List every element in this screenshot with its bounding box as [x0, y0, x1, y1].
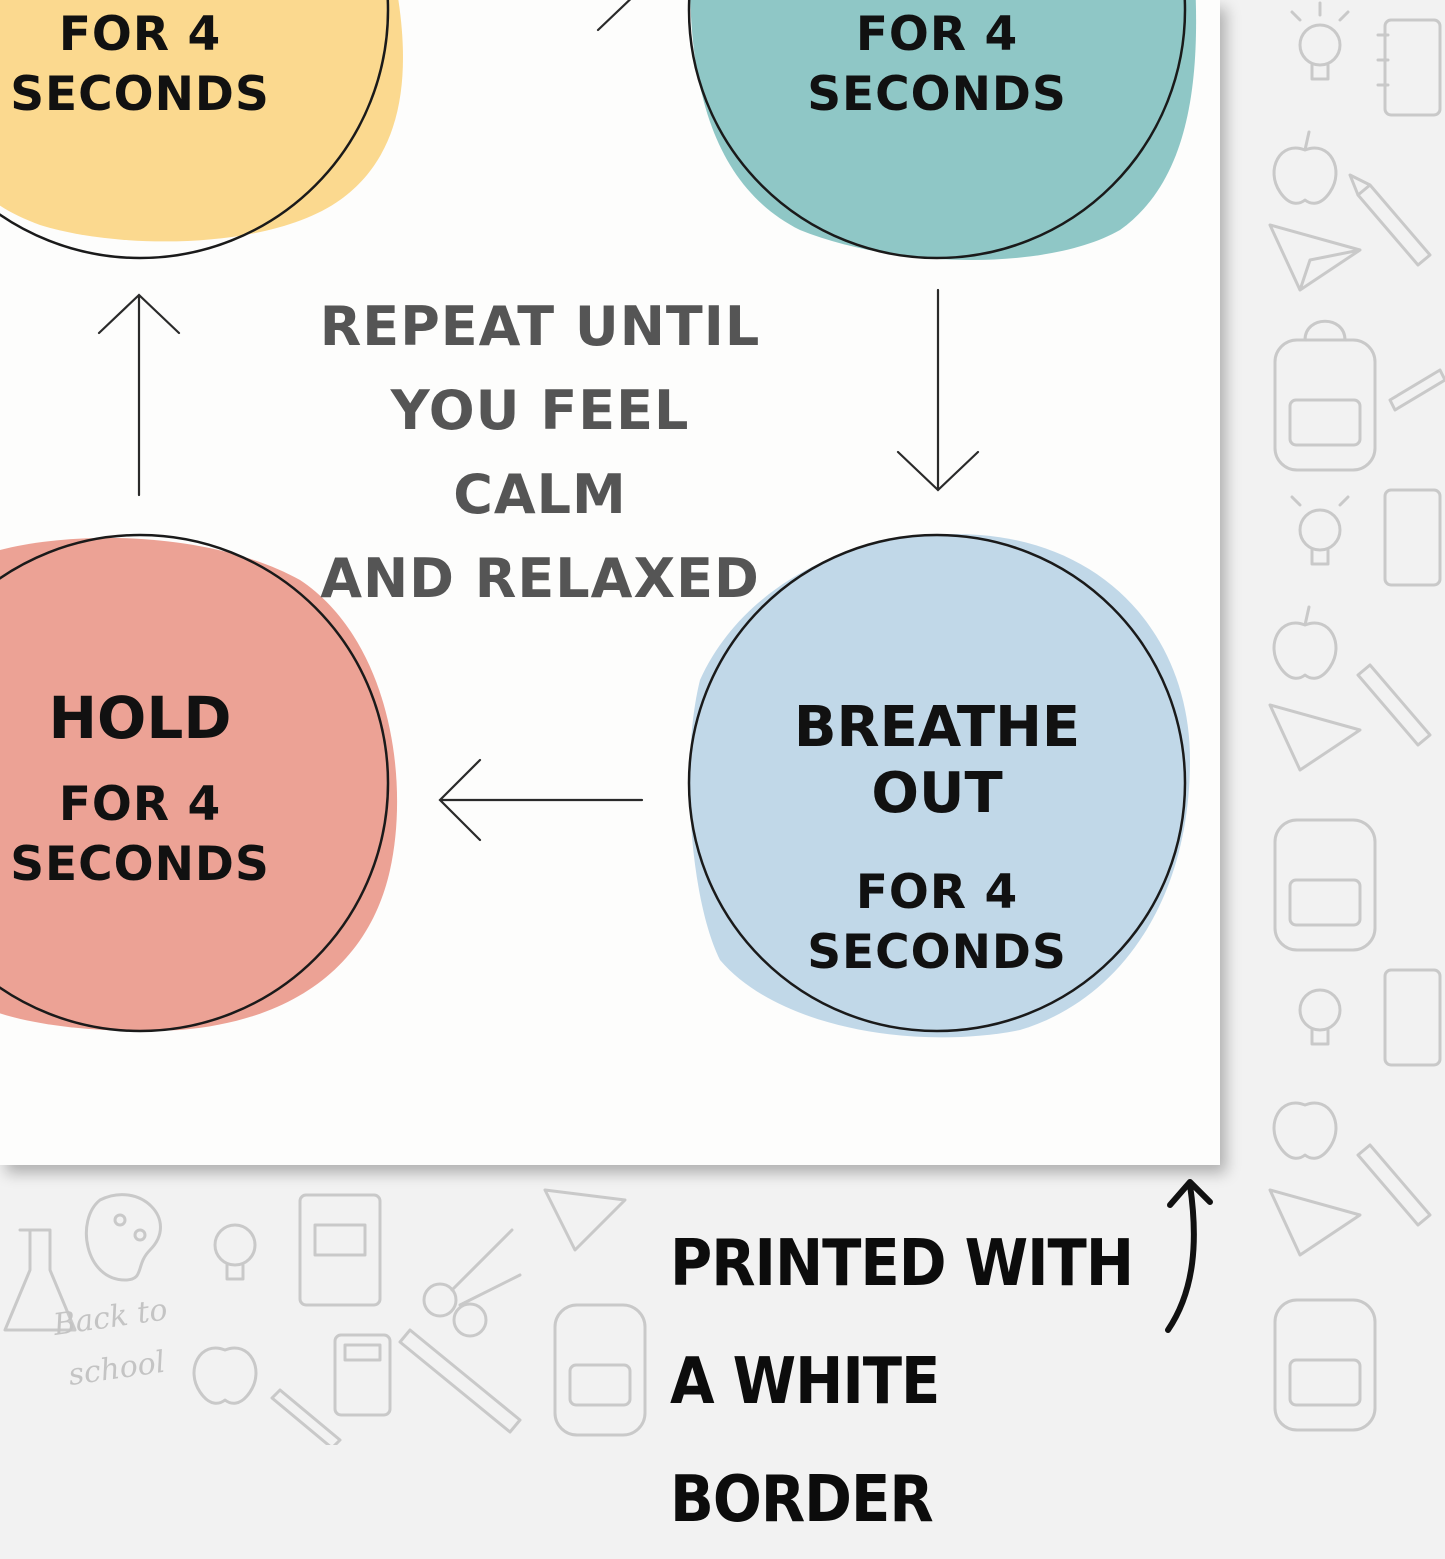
- doodle-background: Back to school: [3, 1, 1445, 1445]
- step-bottom-left-title: HOLD: [48, 684, 232, 752]
- center-instruction: REPEAT UNTIL YOU FEEL CALM AND RELAXED: [300, 285, 780, 621]
- step-bottom-left-line2: SECONDS: [10, 837, 270, 892]
- lightbulb-icon: [1290, 1, 1350, 81]
- apple-icon: [1272, 605, 1338, 680]
- flask-icon: [3, 1228, 77, 1332]
- blob-bottom-right: [689, 533, 1190, 1038]
- arrow-up-icon: [97, 293, 181, 497]
- breathing-poster: FOR 4 SECONDS FOR 4 SECONDS HOLD FOR 4 S…: [0, 0, 1220, 1165]
- step-top-right-text: FOR 4 SECONDS: [792, 5, 1082, 125]
- blob-top-left: [0, 0, 403, 242]
- apple-icon: [1272, 1101, 1338, 1160]
- curved-arrow-icon: [1165, 1179, 1213, 1333]
- notebook-icon: [1376, 18, 1442, 117]
- center-instruction-line2: YOU FEEL CALM: [390, 379, 690, 526]
- step-bottom-right-text: BREATHE OUT FOR 4 SECONDS: [722, 695, 1152, 983]
- pencil-icon: [1356, 663, 1432, 747]
- arrow-down-icon: [896, 288, 980, 492]
- pencil-icon: [1356, 1143, 1432, 1227]
- blob-top-right: [690, 0, 1197, 260]
- step-bottom-right-line1: FOR 4: [855, 865, 1019, 920]
- step-top-right-line1: FOR 4: [855, 7, 1019, 62]
- lightbulb-icon: [213, 1223, 257, 1281]
- backpack-icon: [1273, 818, 1377, 952]
- blob-bottom-left: [0, 537, 398, 1031]
- center-instruction-line1: REPEAT UNTIL: [319, 295, 761, 358]
- step-top-right-line2: SECONDS: [807, 67, 1067, 122]
- lightbulb-icon: [1298, 988, 1342, 1046]
- backpack-icon: [1273, 1298, 1377, 1432]
- paper-plane-icon: [1268, 703, 1362, 772]
- pencil-icon: [1348, 173, 1432, 267]
- pencil-icon: [270, 1388, 342, 1445]
- callout-line1: PRINTED WITH: [670, 1227, 1134, 1301]
- poster-artwork: [0, 0, 1197, 1038]
- paper-plane-icon: [1268, 223, 1362, 292]
- notebook-icon: [298, 1193, 382, 1307]
- doodle-text: Back to: [50, 1292, 169, 1343]
- step-bottom-right-line2: SECONDS: [807, 925, 1067, 980]
- apple-icon: [1272, 130, 1338, 205]
- backpack-icon: [1273, 319, 1377, 472]
- step-top-left-line2: SECONDS: [10, 67, 270, 122]
- ruler-icon: [398, 1328, 522, 1434]
- paper-plane-icon: [543, 1188, 627, 1252]
- apple-icon: [192, 1346, 258, 1405]
- step-bottom-right-title: BREATHE OUT: [793, 695, 1081, 826]
- arrow-top-icon: [596, 0, 632, 32]
- step-top-left-text: FOR 4 SECONDS: [0, 5, 280, 125]
- step-bottom-left-line1: FOR 4: [58, 777, 222, 832]
- circle-bottom-left: [0, 533, 390, 1033]
- circle-bottom-right: [687, 533, 1187, 1033]
- notebook-icon: [1383, 968, 1442, 1067]
- step-bottom-left-text: HOLD FOR 4 SECONDS: [0, 685, 280, 895]
- circle-top-right: [687, 0, 1187, 260]
- notebook-icon: [1383, 488, 1442, 587]
- ruler-icon: [1388, 368, 1445, 412]
- scissors-icon: [422, 1228, 522, 1338]
- step-top-left-line1: FOR 4: [58, 7, 222, 62]
- calculator-icon: [333, 1333, 392, 1417]
- callout-line2: A WHITE BORDER: [670, 1345, 940, 1537]
- arrow-left-icon: [438, 758, 644, 842]
- border-callout: PRINTED WITH A WHITE BORDER: [670, 1205, 1190, 1559]
- center-instruction-line3: AND RELAXED: [320, 547, 760, 610]
- backpack-icon: [553, 1303, 647, 1437]
- circle-top-left: [0, 0, 390, 260]
- paper-plane-icon: [1268, 1188, 1362, 1257]
- palette-icon: [84, 1193, 162, 1282]
- doodle-text: school: [66, 1345, 167, 1393]
- lightbulb-icon: [1290, 495, 1350, 566]
